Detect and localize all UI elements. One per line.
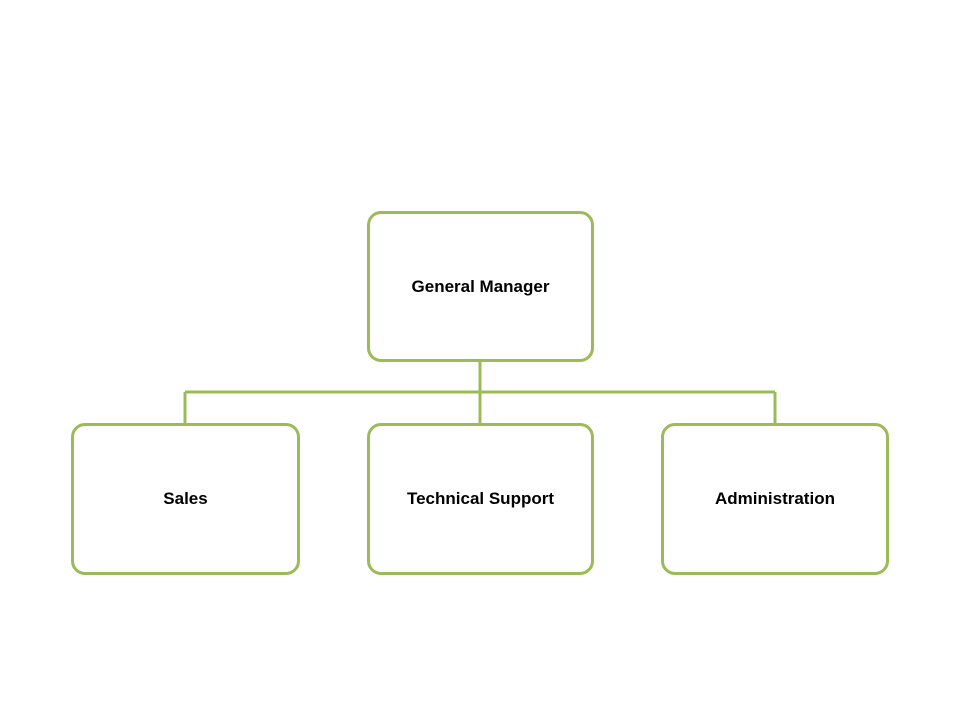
node-label-administration: Administration (715, 489, 835, 508)
node-label-technical-support: Technical Support (406, 489, 555, 508)
node-technical-support[interactable]: Technical Support (367, 423, 594, 575)
node-label-general-manager: General Manager (411, 276, 550, 296)
node-general-manager[interactable]: General Manager (367, 211, 594, 362)
node-sales[interactable]: Sales (71, 423, 300, 575)
node-label-sales: Sales (163, 489, 208, 508)
node-administration[interactable]: Administration (661, 423, 889, 575)
